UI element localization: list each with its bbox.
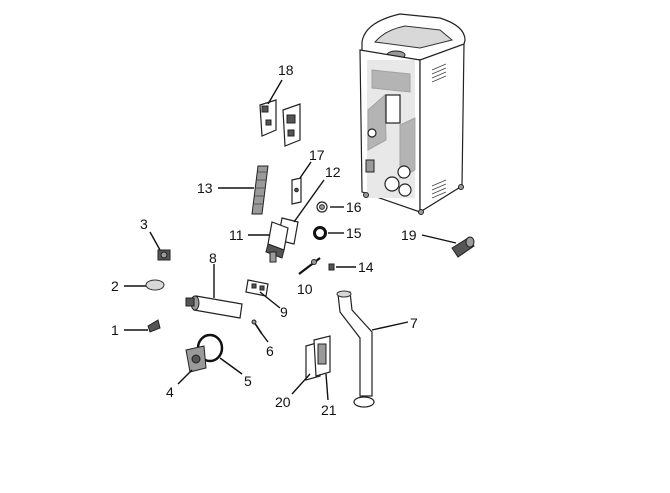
part-6-pin [251, 319, 269, 343]
label-20: 20 [275, 394, 291, 410]
label-1: 1 [111, 322, 119, 338]
part-1-sensor [124, 319, 161, 333]
label-11: 11 [229, 227, 244, 243]
part-9-bracket [245, 279, 281, 309]
part-20-21-plates [291, 335, 331, 401]
stove-body [359, 13, 466, 215]
part-8-ignitor-tube [185, 264, 243, 319]
label-2: 2 [111, 278, 119, 294]
part-11-auger-motor [248, 221, 289, 263]
part-4-fan-motor [177, 345, 207, 385]
part-18-control-boards [259, 79, 301, 147]
label-10: 10 [297, 281, 313, 297]
part-16-knob [316, 201, 344, 213]
part-13-flex-hose [218, 165, 269, 215]
label-5: 5 [244, 373, 252, 389]
part-19-rubber-hose [421, 234, 475, 258]
label-3: 3 [140, 216, 148, 232]
side-vents [431, 63, 447, 199]
label-4: 4 [166, 384, 174, 400]
label-9: 9 [280, 304, 288, 320]
label-12: 12 [325, 164, 341, 180]
label-16: 16 [346, 199, 362, 215]
part-10-thermocouple [298, 257, 321, 275]
label-7: 7 [410, 315, 418, 331]
label-14: 14 [358, 259, 374, 275]
part-14-screw [328, 263, 356, 271]
label-17: 17 [309, 147, 325, 163]
label-19: 19 [401, 227, 417, 243]
label-6: 6 [266, 343, 274, 359]
part-2-cap [124, 279, 165, 291]
label-21: 21 [321, 402, 337, 418]
label-13: 13 [197, 180, 213, 196]
part-7-exhaust-pipe [336, 290, 409, 408]
label-15: 15 [346, 225, 362, 241]
label-18: 18 [278, 62, 294, 78]
part-3-pressure-switch [149, 231, 171, 261]
label-8: 8 [209, 250, 217, 266]
part-17-plate [291, 161, 312, 205]
part-15-o-ring [313, 226, 344, 240]
